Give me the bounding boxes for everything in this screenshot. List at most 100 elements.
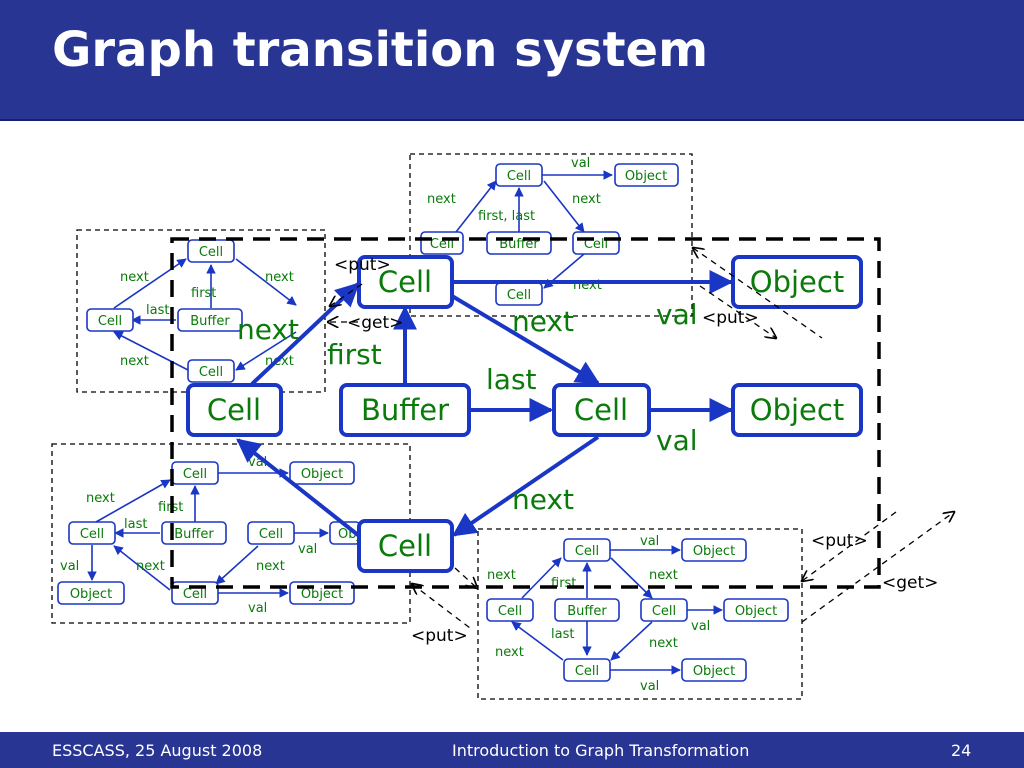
graph-left-top-node-buffer bbox=[177, 308, 243, 332]
edge-label: next bbox=[427, 192, 456, 207]
edge-label: val bbox=[571, 156, 590, 171]
edge bbox=[521, 557, 562, 599]
slide-title: Graph transition system bbox=[52, 22, 709, 78]
title-bar: Graph transition system bbox=[0, 0, 1024, 121]
transition-label: <get> bbox=[882, 573, 938, 593]
node-label: Cell bbox=[498, 604, 522, 619]
graph-center-node-buffer bbox=[339, 383, 471, 437]
node-label: Object bbox=[301, 587, 343, 602]
edge bbox=[215, 545, 259, 585]
edge bbox=[113, 545, 171, 591]
node-label: Cell bbox=[207, 393, 261, 427]
edge-label: next bbox=[495, 645, 524, 660]
transition-label: <put> bbox=[334, 255, 391, 275]
graph-left-bottom-node-cell bbox=[247, 521, 295, 545]
graph-center-node-cell bbox=[186, 383, 283, 437]
graph-bottom-right-node-object bbox=[681, 538, 747, 562]
graph-bottom-right-node-object bbox=[723, 598, 789, 622]
edge bbox=[452, 435, 600, 537]
graph-center: Cell Buffer Cell Object Cell Object Cell… bbox=[170, 237, 881, 589]
edge-label: next bbox=[265, 270, 294, 285]
edge-label: next bbox=[120, 270, 149, 285]
graph-top: Cell Object Cell Buffer Cell Cell val ne… bbox=[409, 153, 693, 317]
node-label: Cell bbox=[378, 265, 432, 299]
edge bbox=[455, 180, 497, 233]
graph-center-node-object bbox=[731, 383, 863, 437]
graph-bottom-right-node-cell bbox=[486, 598, 534, 622]
graph-left-bottom-node-cell bbox=[171, 581, 219, 605]
transition-arrow bbox=[693, 248, 823, 339]
edge bbox=[543, 180, 585, 233]
edge-label: val bbox=[640, 679, 659, 694]
edge bbox=[610, 621, 653, 661]
footer-bar: ESSCASS, 25 August 2008 Introduction to … bbox=[0, 732, 1024, 768]
node-label: Buffer bbox=[190, 314, 230, 329]
edge bbox=[236, 438, 360, 537]
node-label: Object bbox=[70, 587, 112, 602]
graph-center-frame bbox=[170, 237, 881, 589]
node-label: Buffer bbox=[361, 393, 449, 427]
edge bbox=[235, 258, 297, 306]
edge-label: val bbox=[691, 619, 710, 634]
edge bbox=[95, 479, 171, 523]
node-label: Cell bbox=[652, 604, 676, 619]
edge-label: next bbox=[512, 305, 574, 338]
node-label: Object bbox=[301, 467, 343, 482]
node-label: Buffer bbox=[174, 527, 214, 542]
edge bbox=[511, 621, 564, 661]
node-label: Object bbox=[735, 604, 777, 619]
node-label: Cell bbox=[575, 664, 599, 679]
graph-left-bottom-frame bbox=[51, 443, 411, 624]
edge-label: next bbox=[136, 559, 165, 574]
transition-label: <put> bbox=[811, 531, 868, 551]
graph-left-top-node-cell bbox=[187, 359, 235, 383]
edge-label: first bbox=[327, 338, 382, 371]
edge-label: first bbox=[191, 286, 216, 301]
edge bbox=[235, 331, 297, 371]
edge-label: next bbox=[237, 313, 299, 346]
graph-left-top: Cell Cell Buffer Cell next next first la… bbox=[76, 229, 326, 393]
graph-bottom-right: Cell Object Cell Buffer Cell Object Cell… bbox=[477, 528, 803, 700]
edge bbox=[113, 258, 187, 309]
footer-talk-title: Introduction to Graph Transformation bbox=[452, 741, 750, 760]
graph-transition-diagram: .bx { fill:#ffffff; stroke:#1a36c4; } .n… bbox=[51, 153, 1024, 700]
node-label: Cell bbox=[80, 527, 104, 542]
node-label: Object bbox=[693, 664, 735, 679]
edge-label: next bbox=[649, 568, 678, 583]
footer-event: ESSCASS, 25 August 2008 bbox=[52, 741, 263, 760]
edge-label: next bbox=[86, 491, 115, 506]
node-label: Cell bbox=[183, 587, 207, 602]
edge-label: last bbox=[486, 363, 537, 396]
graph-bottom-right-node-cell bbox=[563, 538, 611, 562]
edge-label: last bbox=[551, 627, 574, 642]
graph-left-bottom-node-cell bbox=[68, 521, 116, 545]
graph-bottom-right-node-buffer bbox=[554, 598, 620, 622]
graph-left-bottom: Cell Object Cell Buffer Cell Object Obje… bbox=[51, 443, 411, 624]
edge-label: next bbox=[512, 483, 574, 516]
edge-label: last bbox=[146, 303, 169, 318]
transitions: <put> <get> <put> <put> <get> <put> bbox=[328, 248, 954, 646]
edge-label: val bbox=[298, 542, 317, 557]
transition-arrow bbox=[412, 584, 471, 629]
edge-label: val bbox=[60, 559, 79, 574]
node-label: Cell bbox=[259, 527, 283, 542]
edge-label: next bbox=[572, 192, 601, 207]
node-label: Cell bbox=[378, 529, 432, 563]
node-label: Buffer bbox=[567, 604, 607, 619]
edge-label: val bbox=[656, 424, 698, 457]
node-label: Cell bbox=[183, 467, 207, 482]
node-label: Cell bbox=[575, 544, 599, 559]
edge bbox=[610, 557, 653, 599]
transition-label: <put> bbox=[411, 626, 468, 646]
edge-label: next bbox=[487, 568, 516, 583]
edge-label: next bbox=[256, 559, 285, 574]
graph-left-bottom-node-object bbox=[289, 461, 355, 485]
transition-arrow bbox=[802, 511, 897, 581]
graph-bottom-right-node-cell bbox=[640, 598, 688, 622]
node-label: Object bbox=[750, 393, 844, 427]
edge-label: first, last bbox=[478, 209, 535, 224]
edge-label: val bbox=[656, 298, 698, 331]
edge-label: next bbox=[649, 636, 678, 651]
graph-left-bottom-node-buffer bbox=[161, 521, 227, 545]
node-label: Cell bbox=[98, 314, 122, 329]
